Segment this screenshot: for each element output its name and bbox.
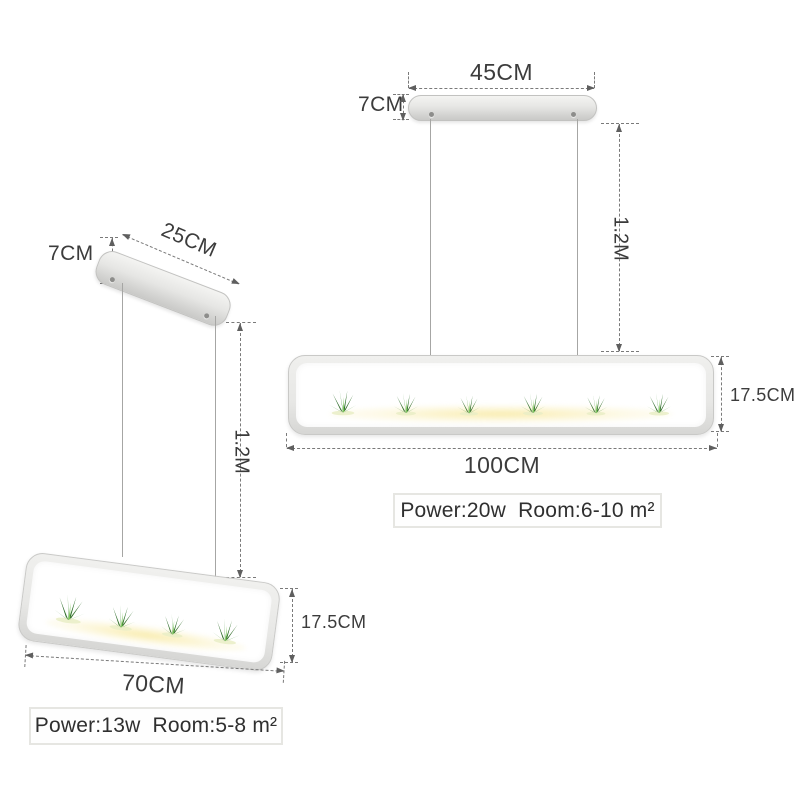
succulent-plant-icon [393, 392, 419, 416]
small-canopy-height-label: 7CM [48, 242, 94, 265]
dimension-tick [711, 356, 729, 357]
arrow-left-icon [120, 231, 131, 240]
plants-row [296, 389, 706, 417]
large-canopy-width-dimension-line [409, 88, 594, 89]
arrow-up-icon [289, 589, 295, 597]
small-lamp-body [16, 551, 282, 673]
large-body-width-dimension-line [287, 448, 717, 449]
warm-glow [328, 405, 674, 423]
succulent-plant-icon [107, 604, 136, 631]
dimension-tick [226, 322, 256, 323]
large-lamp-body [288, 355, 714, 435]
suspension-wire [122, 283, 123, 557]
large-canopy-height-label: 7CM [358, 93, 404, 116]
arrow-left-icon [286, 445, 294, 451]
arrow-up-icon [237, 323, 243, 331]
succulent-plant-icon [584, 394, 608, 416]
plants-row [27, 589, 269, 651]
small-body-height-dimension-line [292, 589, 293, 662]
small-spec-box: Power:13w Room:5-8 m² [29, 707, 283, 745]
large-body-width-label: 100CM [463, 452, 541, 478]
dimension-tick [408, 72, 409, 88]
arrow-up-icon [616, 124, 622, 132]
screw-icon [109, 276, 116, 283]
succulent-plant-icon [458, 394, 481, 416]
screw-icon [571, 112, 576, 117]
large-lamp-light-panel [296, 363, 706, 427]
large-canopy-width-label: 45CM [470, 59, 533, 85]
succulent-plant-icon [329, 390, 357, 416]
arrow-left-icon [24, 652, 34, 659]
succulent-plant-icon [520, 392, 545, 416]
succulent-plant-icon [54, 594, 85, 624]
screw-icon [429, 112, 434, 117]
small-drop-length-label: 1.2M [230, 429, 253, 474]
large-spec-box: Power:20w Room:6-10 m² [393, 493, 662, 528]
arrow-up-icon [718, 357, 724, 365]
suspension-wire [215, 316, 216, 598]
dimension-tick [601, 123, 639, 124]
dimension-tick [286, 433, 287, 447]
dimension-tick [280, 588, 298, 589]
arrow-down-icon [400, 113, 406, 121]
screw-icon [203, 312, 210, 320]
large-body-height-label: 17.5CM [730, 385, 796, 405]
arrow-up-icon [109, 238, 115, 246]
arrow-down-icon [616, 344, 622, 352]
large-drop-dimension-line [619, 124, 620, 351]
suspension-wire [577, 119, 578, 357]
arrow-left-icon [408, 85, 416, 91]
arrow-right-icon [709, 445, 717, 451]
succulent-plant-icon [212, 618, 240, 645]
dimension-tick [717, 433, 718, 447]
large-ceiling-canopy [408, 95, 597, 121]
succulent-plant-icon [160, 613, 187, 638]
succulent-plant-icon [646, 392, 672, 416]
arrow-down-icon [718, 424, 724, 432]
small-body-height-label: 17.5CM [301, 612, 367, 632]
arrow-right-icon [587, 85, 595, 91]
suspension-wire [430, 119, 431, 357]
arrow-right-icon [231, 278, 241, 287]
large-body-height-dimension-line [721, 357, 722, 431]
small-lamp-light-panel [25, 559, 273, 664]
large-canopy-height-dimension-line [403, 95, 404, 119]
arrow-down-icon [237, 570, 243, 578]
dimension-tick [594, 72, 595, 88]
arrow-right-icon [276, 667, 285, 674]
dimension-tick [100, 237, 118, 238]
arrow-up-icon [400, 94, 406, 102]
arrow-down-icon [289, 655, 295, 663]
large-drop-length-label: 1.2M [609, 216, 632, 261]
small-drop-dimension-line [240, 323, 241, 577]
